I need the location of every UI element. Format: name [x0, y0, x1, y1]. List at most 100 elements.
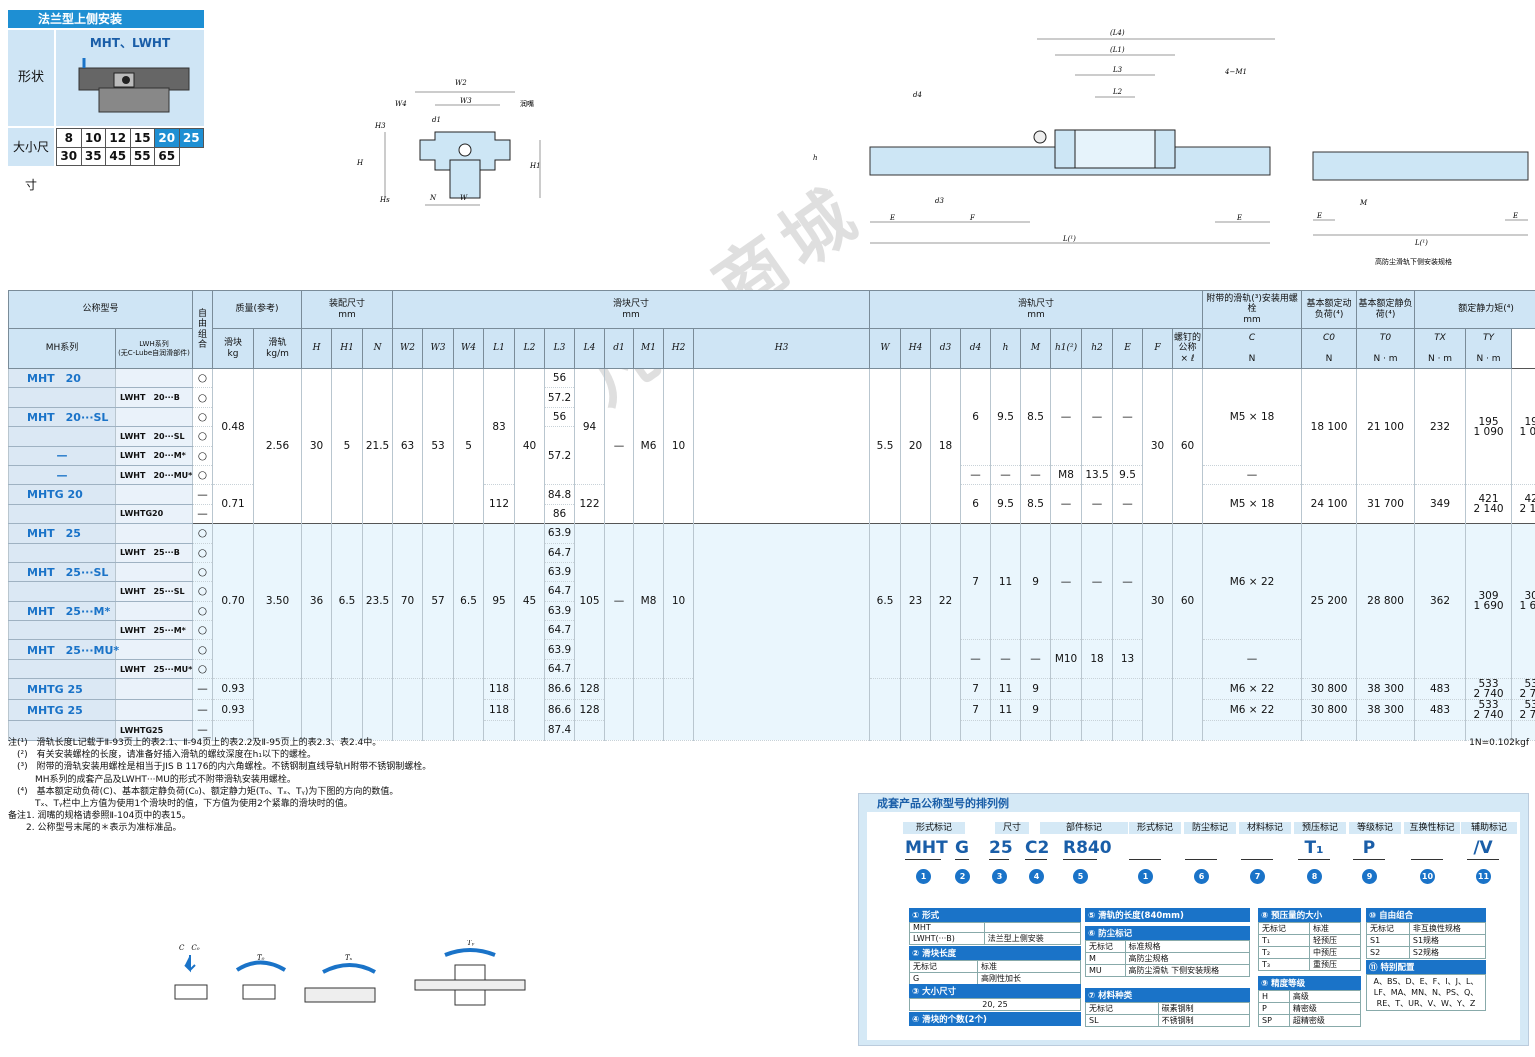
- dim-d3: 6: [960, 368, 992, 466]
- dim-l4: 94: [574, 367, 606, 486]
- cell: [114, 484, 194, 505]
- free-mark: ○: [192, 543, 214, 563]
- lwh-model: LWHT 20···B: [114, 387, 194, 408]
- block-title: 滑块: [224, 338, 243, 349]
- header-col-e: E: [1112, 328, 1144, 369]
- cell: [1202, 720, 1303, 741]
- label-l: L(¹): [1062, 235, 1076, 243]
- dim-h: 30: [301, 367, 333, 525]
- note-line: (³) 附带的滑轨安装用螺栓是相当于JIS B 1176的内六角螺栓。不锈钢制直…: [8, 762, 432, 773]
- cell: [8, 720, 116, 741]
- header-col-h4: H4: [900, 328, 932, 369]
- legend-heading: ⑦ 材料种类: [1085, 988, 1250, 1002]
- dim-h: 9: [1020, 678, 1052, 701]
- dim-l1: 95: [483, 523, 516, 680]
- load-c: 25 200: [1301, 523, 1358, 680]
- rail-end-drawing: M E E L(¹) 高防尘滑轨下侧安装规格: [1312, 151, 1529, 265]
- cell: [301, 678, 333, 741]
- col-symbol: C0: [1323, 332, 1336, 343]
- dim-h2: 10: [663, 367, 695, 525]
- cell: [930, 678, 962, 741]
- mu-rail-dim: —: [960, 639, 992, 680]
- header-col-h3: H3: [693, 328, 871, 369]
- header-col-d4: d4: [960, 328, 992, 369]
- value-single: 533: [1524, 678, 1535, 691]
- order-value: T₁: [1298, 836, 1330, 860]
- note-line: 2. 公称型号末尾的＊表示为准标准品。: [8, 823, 182, 834]
- order-label: 尺寸: [995, 822, 1029, 834]
- legend-code: 无标记: [1085, 1002, 1159, 1015]
- dim-l4: 128: [574, 699, 606, 722]
- mu-rail-dim: 13: [1112, 639, 1144, 680]
- legend-code: H: [1258, 990, 1290, 1003]
- moment-t0: 349: [1414, 484, 1467, 525]
- bolt-size: —: [1202, 465, 1303, 486]
- legend-heading: ⑩ 自由组合: [1366, 908, 1486, 922]
- legend-heading: ⑨ 精度等级: [1258, 976, 1361, 990]
- load-c: 18 100: [1301, 367, 1358, 486]
- legend-desc: S2规格: [1408, 946, 1487, 959]
- order-value: [1411, 836, 1443, 860]
- free-mark: —: [192, 678, 214, 701]
- legend-text: 20, 25: [909, 998, 1081, 1011]
- size: 12: [105, 128, 131, 148]
- free-mark: ○: [192, 523, 214, 544]
- order-value: R840: [1063, 838, 1112, 860]
- dim-d3: 7: [960, 699, 992, 722]
- value-single: 421: [1478, 493, 1499, 506]
- header-col-f: F: [1142, 328, 1174, 369]
- load-c0: 38 300: [1356, 678, 1416, 701]
- mass-rail: 2.56: [253, 367, 303, 525]
- order-label: 辅助标记: [1461, 822, 1517, 834]
- dim-e: 30: [1142, 367, 1174, 525]
- mu-rail-dim: —: [990, 639, 1022, 680]
- header-col-m1: M1: [633, 328, 665, 369]
- legend-code: 无标记: [1366, 922, 1410, 935]
- spacer: [693, 523, 871, 741]
- legend-code: SL: [1085, 1014, 1159, 1027]
- legend-heading: ② 滑块长度: [909, 946, 1081, 960]
- dim-w: 23: [900, 523, 932, 680]
- header-mh: MH系列: [8, 328, 116, 369]
- cell: [1050, 720, 1083, 741]
- models-label: MHT、LWHT: [89, 36, 171, 50]
- free-mark: —: [192, 699, 214, 722]
- header-col-d1: d1: [604, 328, 635, 369]
- dim-h3: 5.5: [869, 367, 902, 525]
- legend-code: SP: [1258, 1014, 1290, 1027]
- dim-h1: —: [1081, 484, 1114, 525]
- dim-l1: 83: [483, 367, 516, 486]
- cell: [1112, 678, 1144, 701]
- legend-desc: 标准规格: [1124, 940, 1251, 953]
- order-number-badge: 11: [1476, 869, 1491, 884]
- order-number-badge: 10: [1420, 869, 1435, 884]
- label-l4: (L4): [1110, 29, 1125, 37]
- label-h1: H1: [529, 162, 541, 170]
- cell: [1511, 720, 1535, 741]
- free-mark: ○: [192, 601, 214, 622]
- order-number-badge: 3: [992, 869, 1007, 884]
- value-single: 195: [1478, 415, 1499, 428]
- legend-code: S1: [1366, 934, 1410, 947]
- header-col-h1: H1: [331, 328, 364, 369]
- note-line: (²) 有关安装螺栓的长度，请准备好插入滑轨的螺纹深度在h₁以下的螺栓。: [8, 750, 316, 761]
- dim-w4: 6.5: [453, 523, 485, 680]
- value-single: 309: [1524, 590, 1535, 603]
- value-single: 309: [1478, 590, 1499, 603]
- lwh-model: LWHT 20···SL: [114, 426, 194, 447]
- mass-block: 0.70: [212, 523, 255, 680]
- header-col-h2: H2: [663, 328, 695, 369]
- cell: [114, 523, 194, 544]
- note-line: Tₓ、Tᵧ栏中上方值为使用1个滑块时的值，下方值为使用2个紧靠的滑块时的值。: [8, 799, 353, 810]
- dim-h1: 5: [331, 367, 364, 525]
- label-d3: d3: [935, 197, 944, 205]
- legend-desc: 精密级: [1288, 1002, 1362, 1015]
- lwh-model: LWHT 25···MU*: [114, 659, 194, 680]
